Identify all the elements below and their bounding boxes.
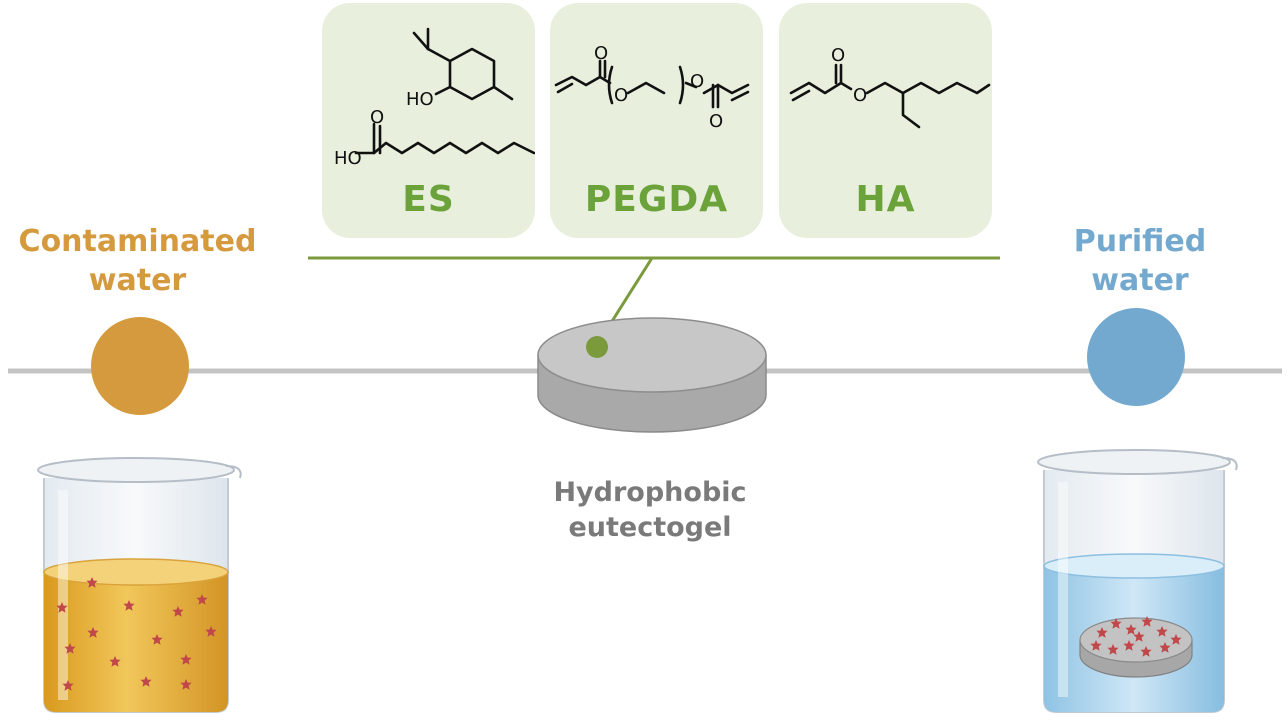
pegda-o1-label: O <box>594 43 608 64</box>
purified-water-label: Purified water <box>1030 222 1250 300</box>
hexyl-acrylate-structure: O O <box>789 45 991 129</box>
pegda-o4-label: O <box>709 111 723 132</box>
contaminated-label-line2: water <box>88 263 187 298</box>
purified-water-dot <box>1087 308 1185 406</box>
pegda-o3-label: O <box>690 71 704 92</box>
pegda-o2-label: O <box>614 85 628 106</box>
component-card-es: HO O HO ES <box>322 3 535 238</box>
component-label-pegda: PEGDA <box>584 179 729 220</box>
ha-o2-label: O <box>853 85 867 106</box>
contaminated-water-dot <box>91 317 189 415</box>
component-label-es: ES <box>402 179 455 220</box>
gel-label-line1: Hydrophobic <box>553 477 747 508</box>
connector-dot <box>586 336 608 358</box>
es-ho2-label: HO <box>334 148 362 169</box>
purified-label-line1: Purified <box>1073 224 1207 259</box>
menthol-lauric-structure: HO O HO <box>334 27 535 169</box>
component-card-ha: O O HA <box>779 3 992 238</box>
gel-label-line2: eutectogel <box>568 512 732 544</box>
es-ho-label: HO <box>406 89 434 110</box>
contaminated-water-label: Contaminated water <box>0 222 275 300</box>
component-card-pegda: O O O O PEGDA <box>550 3 763 238</box>
eutectogel-label: Hydrophobic eutectogel <box>500 475 800 545</box>
eutectogel-disc <box>537 317 767 433</box>
purified-beaker <box>1037 449 1238 713</box>
purified-label-line2: water <box>1091 263 1189 298</box>
contaminated-label-line1: Contaminated <box>18 224 257 259</box>
pegda-structure: O O O O <box>554 43 750 132</box>
ha-o1-label: O <box>831 45 845 66</box>
component-label-ha: HA <box>855 179 916 220</box>
contaminated-beaker <box>37 457 242 713</box>
es-o-label: O <box>370 107 384 128</box>
